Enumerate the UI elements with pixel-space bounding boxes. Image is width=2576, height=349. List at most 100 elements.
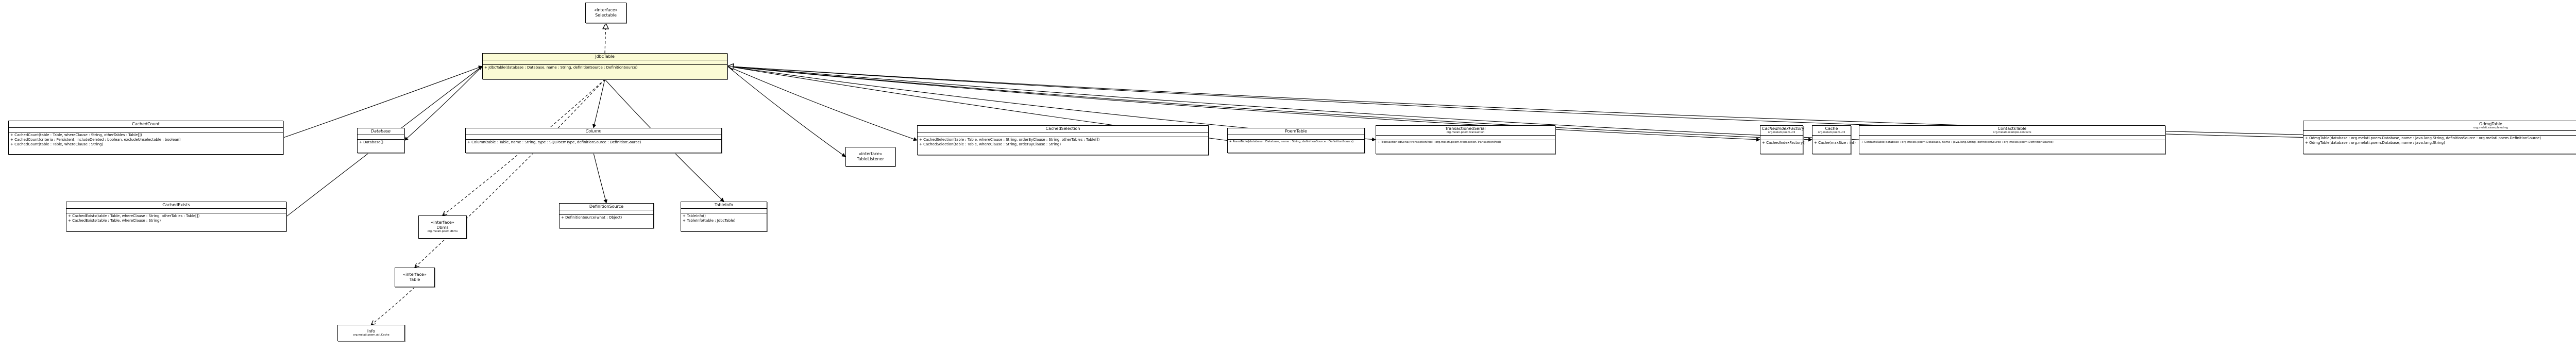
class-title: CachedSelection <box>1045 126 1080 131</box>
class-header: CachedSelection <box>918 126 1208 133</box>
class-operation: + ContactsTable(database : org.melati.po… <box>1861 141 2054 144</box>
class-header: Database <box>358 128 404 136</box>
class-header: Column <box>466 128 721 136</box>
class-title: CachedCount <box>132 122 160 126</box>
class-stereotype: «interface» <box>431 220 454 225</box>
uml-class-jdbctable[interactable]: JdbcTable + JdbcTable(database : Database… <box>482 53 727 79</box>
class-header: JdbcTable <box>483 54 727 61</box>
uml-class-table[interactable]: «interface»Table <box>395 268 435 287</box>
class-operation: + OdmgTable(database : org.melati.poem.D… <box>2305 141 2445 145</box>
class-operations: + DefinitionSource(what : Object) <box>560 215 653 221</box>
class-package: org.melati.poem.transaction <box>1446 131 1485 135</box>
class-header: «interface»TableListener <box>846 147 895 166</box>
uml-class-cachedexists[interactable]: CachedExists + CachedExists(table : Table… <box>66 202 286 231</box>
class-header: CachedCount <box>9 121 283 128</box>
class-operations: + CachedExists(table : Table, whereClaus… <box>66 213 286 224</box>
class-attributes <box>1376 136 1555 141</box>
uml-class-poemtable[interactable]: PoemTable+ PoemTable(database : Database… <box>1227 128 1365 153</box>
uml-class-column[interactable]: Column + Column(table : Table, name : Str… <box>465 128 722 153</box>
class-attributes <box>9 128 283 133</box>
class-operations: + OdmgTable(database : org.melati.poem.D… <box>2303 136 2576 146</box>
class-operation: + JdbcTable(database : Database, name : … <box>484 65 638 70</box>
class-title: Cache <box>1825 126 1838 131</box>
uml-class-selectable[interactable]: «interface»Selectable <box>585 3 626 23</box>
edge-e-jdbctable-column <box>592 79 605 128</box>
class-operation: + Column(table : Table, name : String, t… <box>467 140 641 145</box>
class-operation: + CachedCount(table : Table, whereClause… <box>10 133 142 138</box>
edge-e-jdbctable-cachedselection <box>727 65 918 141</box>
class-operation: + OdmgTable(database : org.melati.poem.D… <box>2305 136 2541 141</box>
class-attributes <box>358 135 404 140</box>
class-operation: + CachedExists(table : Table, whereClaus… <box>68 218 161 223</box>
class-operations: + Column(table : Table, name : String, t… <box>466 140 721 145</box>
class-operations: + Database() <box>358 140 404 145</box>
class-package: org.melati.poem.util <box>1818 131 1845 135</box>
class-operation: + CachedSelection(table : Table, whereCl… <box>919 142 1061 146</box>
class-operations: + CachedSelection(table : Table, whereCl… <box>918 137 1208 147</box>
class-title: Table <box>409 277 420 282</box>
class-package: org.melati.poem.dbms <box>427 230 458 234</box>
class-header: «interface»Table <box>395 268 434 287</box>
class-title: TransactionedSerial <box>1445 126 1486 131</box>
uml-class-cachedselection[interactable]: CachedSelection + CachedSelection(table :… <box>917 125 1209 155</box>
class-operation: + Database() <box>359 140 383 145</box>
class-attributes <box>918 132 1208 138</box>
class-attributes <box>1812 136 1851 141</box>
class-attributes <box>681 209 767 214</box>
class-operations: + JdbcTable(database : Database, name : … <box>483 65 727 71</box>
class-operation: + CachedCount(table : Table, whereClause… <box>10 142 104 146</box>
edge-e-selectable-jdbctable <box>605 23 606 54</box>
class-package: org.melati.example.odmg <box>2473 126 2508 130</box>
class-title: OdmgTable <box>2479 122 2502 126</box>
class-attributes <box>560 210 653 215</box>
class-title: TableListener <box>857 156 884 161</box>
uml-class-cachedcount[interactable]: CachedCount + CachedCount(table : Table, … <box>8 121 283 155</box>
class-attributes <box>2303 131 2576 136</box>
class-title: Database <box>370 129 391 134</box>
class-header: «interface»Selectable <box>586 3 626 23</box>
uml-class-tablelistener[interactable]: «interface»TableListener <box>845 147 895 167</box>
class-package: org.melati.example.contacts <box>1993 131 2031 135</box>
class-operation: + CachedIndexFactory() <box>1762 141 1806 145</box>
uml-class-definitionsource[interactable]: DefinitionSource + DefinitionSource(what … <box>559 203 654 228</box>
class-title: DefinitionSource <box>589 204 624 209</box>
uml-class-database[interactable]: Database + Database() <box>357 128 404 153</box>
class-operations: + CachedCount(table : Table, whereClause… <box>9 132 283 147</box>
class-operation: + CachedCount(criteria : Persistent, inc… <box>10 137 181 142</box>
class-operations: + CachedIndexFactory() <box>1760 140 1806 146</box>
class-title: Column <box>585 129 602 134</box>
class-attributes <box>466 135 721 140</box>
class-package: org.melati.poem.util.Cache <box>353 334 389 337</box>
class-attributes <box>1760 136 1803 141</box>
class-operations: + PoemTable(database : Database, name : … <box>1228 140 1364 144</box>
uml-class-tableinfo[interactable]: TableInfo+ TableInfo()+ TableInfo(table … <box>681 202 767 231</box>
edge-e-table-info <box>371 287 415 325</box>
class-title: JdbcTable <box>595 54 615 59</box>
class-stereotype: «interface» <box>594 7 618 12</box>
class-title: CachedExists <box>162 203 190 207</box>
class-title: Dbms <box>436 225 449 230</box>
class-operation: + TableInfo() <box>683 214 706 219</box>
class-operation: + TransactionedSerial(transactionPool : … <box>1378 141 1501 144</box>
class-title: TableInfo <box>715 203 733 207</box>
edge-e-jdbctable-table <box>415 79 605 268</box>
class-operation: + CachedExists(table : Table, whereClaus… <box>68 214 200 219</box>
edge-e-jdbctable-definitionsource <box>593 153 607 204</box>
edge-e-jdbctable-tablelistener <box>727 66 846 157</box>
class-attributes <box>1228 135 1364 140</box>
class-operation: + PoemTable(database : Database, name : … <box>1229 140 1354 144</box>
